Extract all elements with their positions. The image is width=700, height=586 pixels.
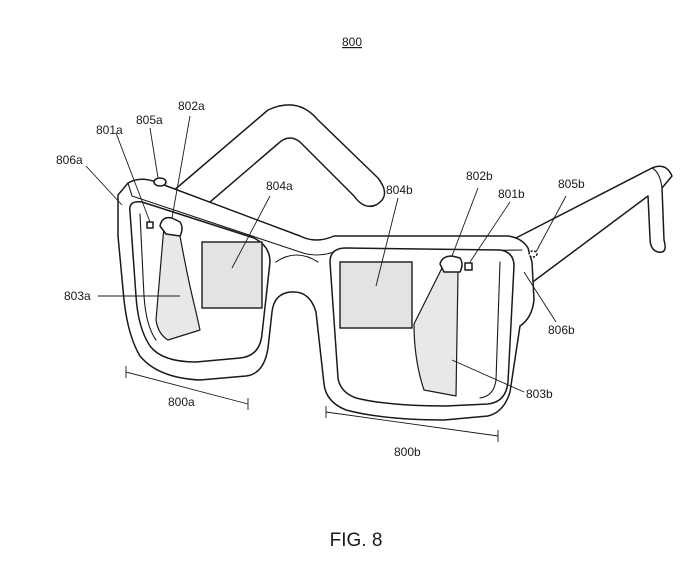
display-804b [339,261,413,329]
label-801a: 801a [96,123,123,137]
label-804a: 804a [266,179,293,193]
temple-arm-right [511,165,673,285]
label-805a: 805a [136,113,163,127]
temple-arm-left [171,104,386,215]
label-803a: 803a [64,289,91,303]
sensor-805b [528,250,538,258]
label-803b: 803b [526,387,553,401]
label-801b: 801b [498,187,525,201]
label-806a: 806a [56,153,83,167]
label-804b: 804b [386,183,413,197]
label-805b: 805b [558,177,585,191]
projector-802a [159,216,183,237]
figure-caption: FIG. 8 [330,530,383,551]
waveguide-803a [155,225,201,341]
sensor-805a [153,177,167,187]
projector-802b [439,255,463,273]
camera-801a [146,221,154,229]
figure-number: 800 [342,35,362,49]
label-800b: 800b [394,445,421,459]
leader-lines [85,115,567,393]
waveguide-803b [413,267,459,397]
label-800a: 800a [168,395,195,409]
camera-801b [464,262,473,271]
dimension-800b [325,406,499,442]
label-802b: 802b [466,169,493,183]
label-806b: 806b [548,323,575,337]
label-802a: 802a [178,99,205,113]
dimension-800a [125,366,249,410]
display-804a [201,241,263,309]
